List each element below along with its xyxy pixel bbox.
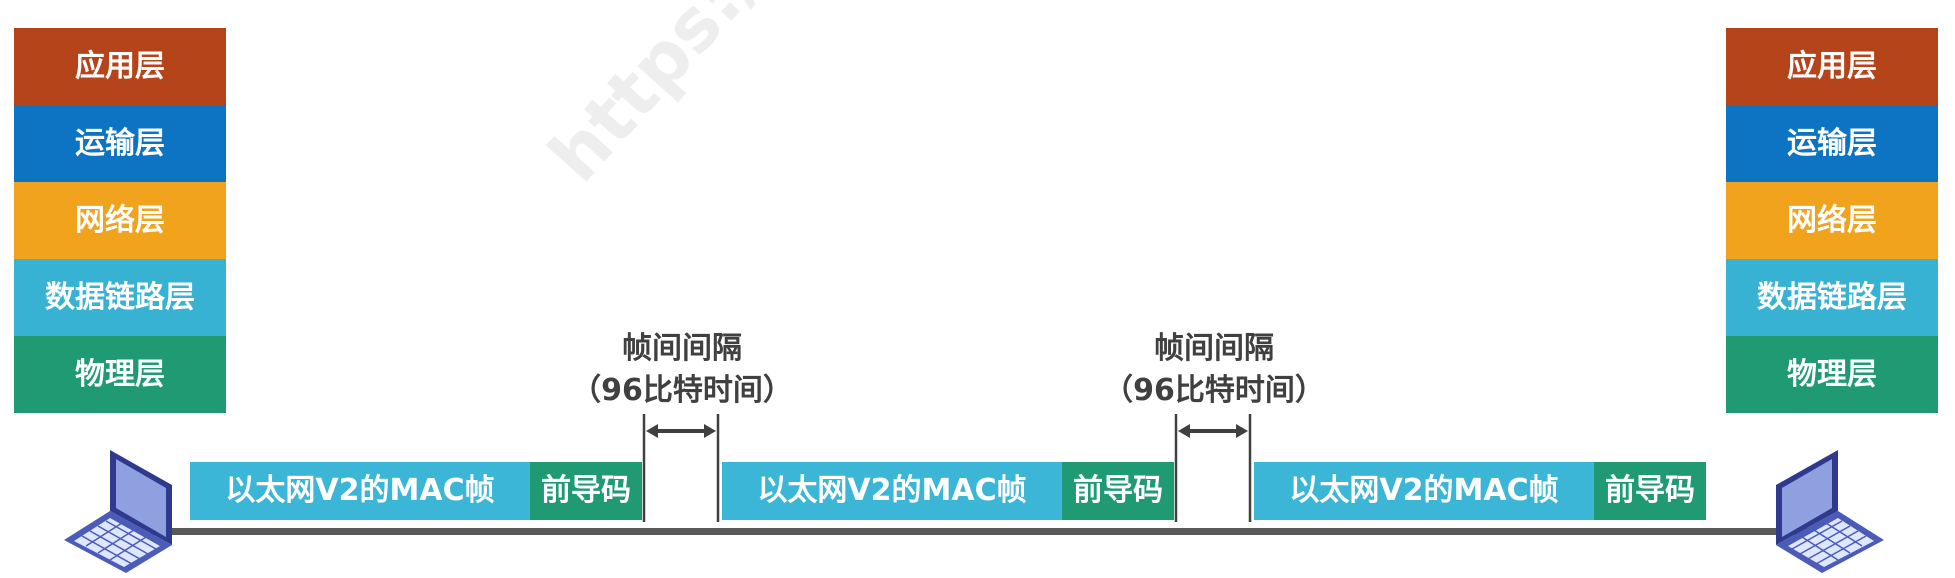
interframe-gap-marker-1 bbox=[642, 414, 720, 522]
preamble-3: 前导码 bbox=[1594, 462, 1706, 520]
interframe-gap-label-1: 帧间间隔 （96比特时间） bbox=[562, 328, 802, 412]
ethernet-bus-line bbox=[150, 528, 1810, 535]
gap-1-title: 帧间间隔 bbox=[622, 331, 742, 366]
left-physical-layer: 物理层 bbox=[14, 336, 226, 413]
left-datalink-layer: 数据链路层 bbox=[14, 259, 226, 336]
right-transport-layer: 运输层 bbox=[1726, 105, 1938, 182]
frame-3: 以太网V2的MAC帧 前导码 bbox=[1254, 462, 1706, 520]
mac-frame-2: 以太网V2的MAC帧 bbox=[722, 462, 1062, 520]
preamble-2: 前导码 bbox=[1062, 462, 1174, 520]
right-application-layer: 应用层 bbox=[1726, 28, 1938, 105]
left-protocol-stack: 应用层 运输层 网络层 数据链路层 物理层 bbox=[14, 28, 226, 413]
gap-2-title: 帧间间隔 bbox=[1154, 331, 1274, 366]
left-laptop-icon bbox=[64, 450, 172, 573]
left-network-layer: 网络层 bbox=[14, 182, 226, 259]
mac-frame-1: 以太网V2的MAC帧 bbox=[190, 462, 530, 520]
frame-2: 以太网V2的MAC帧 前导码 bbox=[722, 462, 1174, 520]
frame-1: 以太网V2的MAC帧 前导码 bbox=[190, 462, 642, 520]
gap-2-subtitle: （96比特时间） bbox=[1103, 373, 1325, 408]
interframe-gap-label-2: 帧间间隔 （96比特时间） bbox=[1094, 328, 1334, 412]
right-datalink-layer: 数据链路层 bbox=[1726, 259, 1938, 336]
left-transport-layer: 运输层 bbox=[14, 105, 226, 182]
interframe-gap-marker-2 bbox=[1174, 414, 1252, 522]
mac-frame-3: 以太网V2的MAC帧 bbox=[1254, 462, 1594, 520]
left-application-layer: 应用层 bbox=[14, 28, 226, 105]
gap-1-subtitle: （96比特时间） bbox=[571, 373, 793, 408]
watermark: https://space.bilibili.com 湖南大学 jgao1@hn… bbox=[520, 0, 1797, 200]
right-laptop-icon bbox=[1776, 450, 1884, 573]
right-network-layer: 网络层 bbox=[1726, 182, 1938, 259]
preamble-1: 前导码 bbox=[530, 462, 642, 520]
right-protocol-stack: 应用层 运输层 网络层 数据链路层 物理层 bbox=[1726, 28, 1938, 413]
right-physical-layer: 物理层 bbox=[1726, 336, 1938, 413]
